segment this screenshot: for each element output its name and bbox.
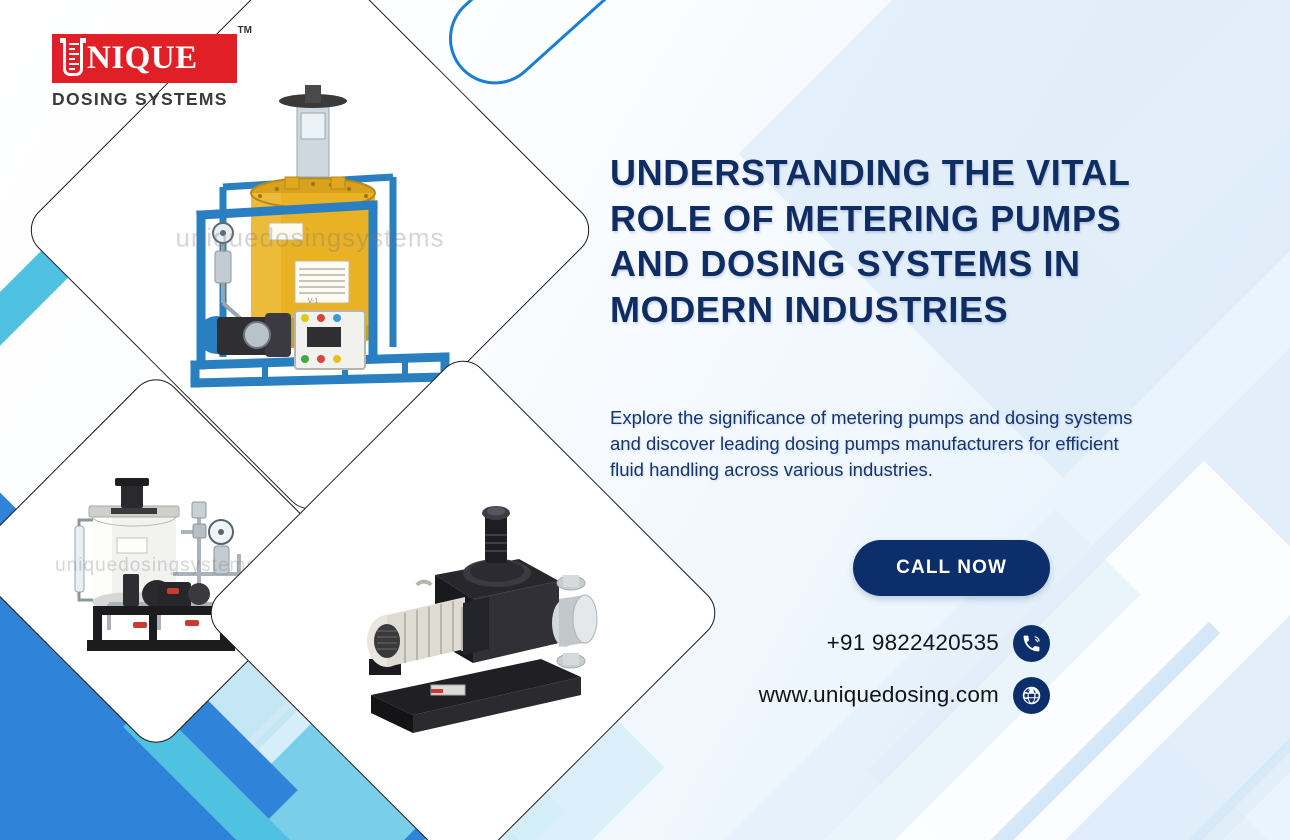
photo-watermark: uniquedosingsystems: [55, 555, 257, 577]
phone-row[interactable]: +91 9822420535: [610, 624, 1170, 662]
photo-frame-dosing-skid-white-tank: uniquedosingsystems: [0, 368, 349, 754]
svg-text:V-1: V-1: [308, 298, 319, 305]
logo-wordmark: NIQUE: [87, 40, 198, 76]
logo-mark: NIQUE TM: [52, 25, 252, 83]
photo-frame-dosing-skid-yellow-tank: V-1 uniquedosingsystems: [20, 0, 600, 520]
phone-call-icon[interactable]: [1013, 624, 1050, 662]
dosing-skid-yellow-tank-image: V-1: [145, 65, 475, 395]
contact-block: +91 9822420535 www.uniquedosing.com: [610, 624, 1170, 714]
blue-pill-outline-accent: [430, 0, 715, 104]
metering-pump-unit-image: [313, 463, 613, 763]
hero-content: UNDERSTANDING THE VITAL ROLE OF METERING…: [610, 150, 1170, 729]
beaker-u-icon: [60, 38, 86, 78]
page-title: UNDERSTANDING THE VITAL ROLE OF METERING…: [610, 152, 1130, 331]
trademark-symbol: TM: [237, 25, 252, 36]
hero-subcopy: Explore the significance of metering pum…: [610, 406, 1133, 481]
phone-number: +91 9822420535: [826, 630, 999, 656]
dosing-skid-white-tank-image: [48, 453, 264, 669]
brand-logo[interactable]: NIQUE TM DOSING SYSTEMS: [52, 25, 252, 110]
globe-icon[interactable]: [1013, 676, 1050, 714]
website-row[interactable]: www.uniquedosing.com: [610, 676, 1170, 714]
cta-row: CALL NOW: [610, 539, 1170, 596]
website-url: www.uniquedosing.com: [758, 682, 999, 708]
call-now-button[interactable]: CALL NOW: [853, 539, 1050, 596]
photo-watermark: uniquedosingsystems: [175, 222, 445, 253]
photo-frame-metering-pump: [199, 349, 727, 840]
logo-subtitle: DOSING SYSTEMS: [52, 89, 228, 109]
